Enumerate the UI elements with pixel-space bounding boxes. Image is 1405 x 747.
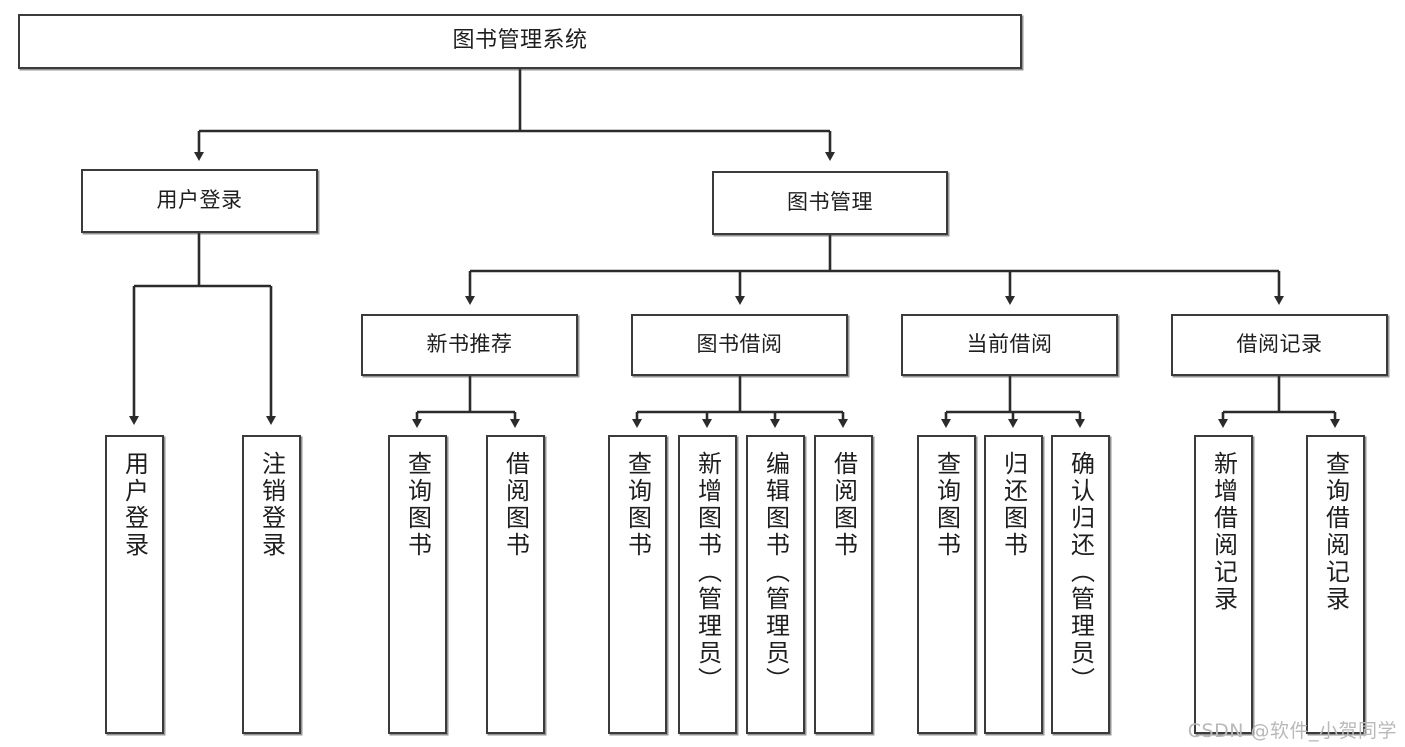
node-label: 借阅图书 [501, 451, 530, 559]
node-label: 查询借阅记录 [1321, 451, 1350, 613]
node-book-borrow[interactable]: 图书借阅 [631, 314, 848, 376]
leaf-user-login[interactable]: 用户登录 [105, 435, 164, 734]
leaf-edit-book-admin[interactable]: 编辑图书（管理员） [746, 435, 805, 734]
node-label: 借阅记录 [1236, 332, 1323, 357]
node-label: 用户登录 [156, 188, 243, 213]
csdn-watermark: CSDN @软件_小贺同学 [1187, 720, 1397, 742]
node-label: 编辑图书（管理员） [761, 451, 790, 694]
node-label: 新增图书（管理员） [693, 451, 722, 694]
node-label: 确认归还（管理员） [1066, 451, 1095, 694]
node-root-system[interactable]: 图书管理系统 [18, 14, 1022, 69]
node-label: 图书管理系统 [452, 28, 588, 54]
node-label: 借阅图书 [829, 451, 858, 559]
node-label: 当前借阅 [966, 332, 1053, 357]
node-new-book-recommend[interactable]: 新书推荐 [361, 314, 578, 376]
leaf-add-borrow-record[interactable]: 新增借阅记录 [1194, 435, 1253, 734]
leaf-query-book-current[interactable]: 查询图书 [917, 435, 976, 734]
node-user-login[interactable]: 用户登录 [81, 169, 318, 233]
node-label: 查询图书 [403, 451, 432, 559]
node-label: 注销登录 [257, 451, 286, 559]
node-book-manage[interactable]: 图书管理 [712, 171, 948, 235]
node-label: 查询图书 [623, 451, 652, 559]
leaf-add-book-admin[interactable]: 新增图书（管理员） [678, 435, 737, 734]
leaf-return-book[interactable]: 归还图书 [984, 435, 1043, 734]
node-current-borrow[interactable]: 当前借阅 [901, 314, 1118, 376]
node-label: 用户登录 [120, 451, 149, 559]
node-label: 查询图书 [932, 451, 961, 559]
leaf-confirm-return-admin[interactable]: 确认归还（管理员） [1051, 435, 1110, 734]
node-label: 图书借阅 [696, 332, 783, 357]
leaf-borrow-book-new[interactable]: 借阅图书 [486, 435, 545, 734]
leaf-borrow-book[interactable]: 借阅图书 [814, 435, 873, 734]
leaf-query-borrow-record[interactable]: 查询借阅记录 [1306, 435, 1365, 734]
node-borrow-record[interactable]: 借阅记录 [1171, 314, 1388, 376]
leaf-query-book-borrow[interactable]: 查询图书 [608, 435, 667, 734]
leaf-query-book-new[interactable]: 查询图书 [388, 435, 447, 734]
node-label: 图书管理 [787, 190, 873, 215]
node-label: 新书推荐 [426, 332, 513, 357]
leaf-user-logout[interactable]: 注销登录 [242, 435, 301, 734]
node-label: 归还图书 [999, 451, 1028, 559]
node-label: 新增借阅记录 [1209, 451, 1238, 613]
